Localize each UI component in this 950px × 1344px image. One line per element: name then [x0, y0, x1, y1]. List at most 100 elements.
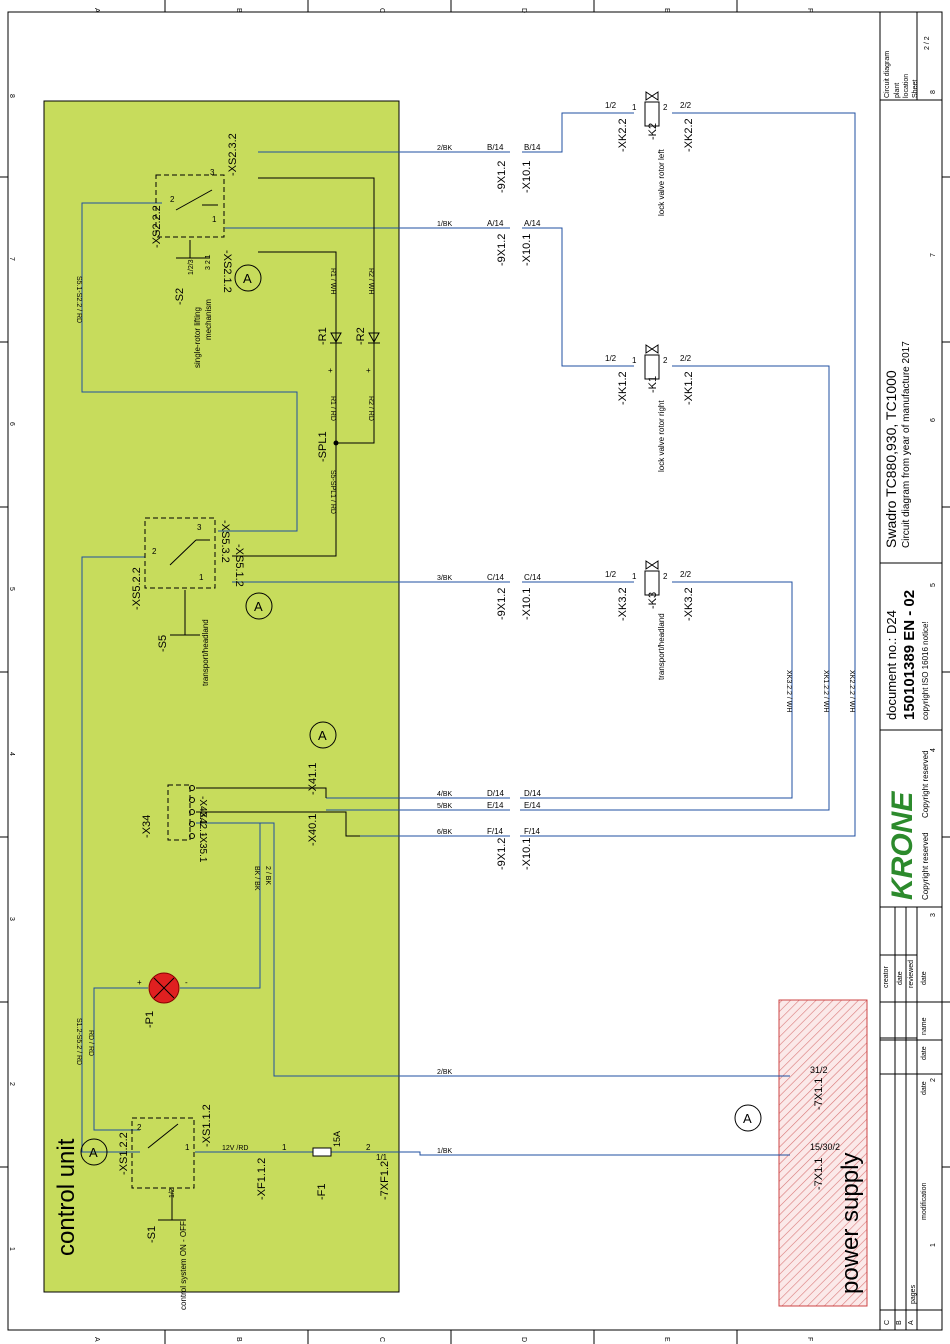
lamp-p1: + - -P1	[137, 972, 188, 1028]
control-unit-area	[43, 100, 400, 1293]
svg-text:-X10.1: -X10.1	[521, 588, 533, 620]
svg-text:A/14: A/14	[524, 219, 541, 228]
location-marker-s2: A	[234, 264, 262, 292]
col-label-f: F	[806, 8, 813, 12]
col-label-b: B	[235, 8, 242, 13]
svg-text:-X10.1: -X10.1	[521, 838, 533, 870]
svg-text:C: C	[884, 1320, 891, 1325]
svg-text:1/2/3: 1/2/3	[188, 259, 195, 275]
svg-text:R2 / WH: R2 / WH	[367, 268, 374, 294]
s2-id: -S2	[174, 288, 186, 305]
svg-text:1: 1	[632, 572, 637, 581]
svg-text:transport/headland: transport/headland	[657, 613, 666, 680]
svg-text:-X43.1: -X43.1	[197, 796, 208, 826]
svg-text:date: date	[897, 971, 904, 985]
row-label-4: 4	[8, 752, 15, 756]
svg-text:3 2 1: 3 2 1	[205, 254, 212, 270]
svg-text:Circuit diagram: Circuit diagram	[884, 51, 891, 98]
svg-text:2/BK: 2/BK	[437, 145, 453, 152]
svg-text:12V /RD: 12V /RD	[222, 1145, 248, 1152]
xs1-2-2-label: -XS1.2.2	[118, 1132, 130, 1175]
svg-text:F/14: F/14	[487, 827, 504, 836]
svg-text:B: B	[896, 1320, 903, 1325]
s5-id: -S5	[157, 635, 169, 652]
svg-text:-X35.1: -X35.1	[197, 833, 208, 863]
splice-spl1	[333, 440, 339, 446]
svg-text:-R1: -R1	[317, 327, 329, 345]
svg-text:creator: creator	[883, 966, 890, 988]
title-block: Circuit diagram plant location Sheet 2 /…	[879, 12, 942, 1330]
svg-text:-7X1.1: -7X1.1	[813, 1078, 825, 1110]
xs1-1-2-label: -XS1.1.2	[201, 1104, 213, 1147]
wires	[81, 112, 856, 1156]
row-label-r2: 2	[930, 1078, 937, 1082]
svg-text:Copyright reserved: Copyright reserved	[921, 832, 930, 900]
svg-text:2/2: 2/2	[680, 570, 692, 579]
svg-text:S1.2-S5.2 / RD: S1.2-S5.2 / RD	[75, 1018, 82, 1065]
xs5-2-2-label: -XS5.2.2	[131, 567, 143, 610]
svg-text:F/14: F/14	[524, 827, 541, 836]
svg-text:Copyright reserved: Copyright reserved	[921, 750, 930, 818]
location-marker-s1: A	[80, 1138, 108, 1166]
switch-s1[interactable]: 2 1 -XS1.2.2 -XS1.1.2 1/2 -S1 control sy…	[118, 1104, 213, 1310]
svg-text:1: 1	[199, 573, 204, 582]
svg-text:1/BK: 1/BK	[437, 1148, 453, 1155]
svg-text:plant: plant	[894, 83, 901, 98]
svg-text:A: A	[243, 271, 252, 286]
svg-text:-F1: -F1	[316, 1184, 328, 1201]
switch-s5[interactable]: 2 3 1 -XS5.2.2 -XS5.3.2 -XS5.1.2 -S5 tra…	[131, 517, 245, 686]
svg-text:mechanism: mechanism	[204, 299, 213, 340]
svg-text:-X10.1: -X10.1	[521, 234, 533, 266]
svg-text:-9X1.2: -9X1.2	[496, 588, 508, 620]
col-label-f-bottom: F	[806, 1337, 813, 1341]
col-label-a: A	[93, 8, 100, 13]
svg-text:A: A	[254, 599, 263, 614]
svg-text:S5.1-S2.2 / RD: S5.1-S2.2 / RD	[75, 276, 82, 323]
row-label-r4: 4	[930, 748, 937, 752]
svg-text:RD / RD: RD / RD	[87, 1030, 94, 1056]
svg-text:reviewed: reviewed	[908, 960, 915, 988]
svg-text:2/2: 2/2	[680, 354, 692, 363]
xs2-3-2-label: -XS2.3.2	[227, 133, 239, 176]
svg-text:-K3: -K3	[647, 592, 659, 609]
drawing-subtitle: Circuit diagram from year of manufacture…	[901, 341, 912, 548]
svg-text:-X40.1: -X40.1	[307, 814, 319, 846]
col-label-a-bottom: A	[93, 1337, 100, 1342]
svg-text:1: 1	[212, 215, 217, 224]
svg-text:-7X1.1: -7X1.1	[813, 1158, 825, 1190]
svg-text:-X42.1: -X42.1	[197, 808, 208, 838]
row-label-3: 3	[8, 917, 15, 921]
s1-desc: control system ON - OFF	[179, 1221, 188, 1310]
svg-text:date: date	[921, 971, 928, 985]
location-marker-power: A	[734, 1104, 762, 1132]
svg-text:4/BK: 4/BK	[437, 791, 453, 798]
sheet-frame	[7, 11, 943, 1331]
svg-text:2: 2	[137, 1123, 142, 1132]
col-label-d-bottom: D	[520, 1337, 527, 1342]
spl1-label: -SPL1	[317, 431, 329, 462]
row-label-8: 8	[8, 94, 15, 98]
valve-k1: 1/2 2/2 1 2 -XK1.2 -K1 -XK1.2 lock valve…	[605, 344, 695, 472]
svg-text:S5-SPL1 / RD: S5-SPL1 / RD	[329, 470, 336, 514]
svg-text:-X34: -X34	[141, 815, 153, 838]
switch-s2[interactable]: 2 3 1 -XS2.2.2 -XS2.3.2 -XS2.1.2 1/2/3 3…	[151, 133, 239, 368]
valve-k3: 1/2 2/2 1 2 -XK3.2 -K3 -XK3.2 transport/…	[605, 560, 695, 680]
diode-r2: -R2 +	[355, 327, 380, 375]
row-label-6: 6	[8, 422, 15, 426]
col-label-c-bottom: C	[378, 1337, 385, 1342]
row-label-2: 2	[8, 1082, 15, 1086]
svg-text:R1 / WH: R1 / WH	[329, 268, 336, 294]
row-label-r7: 7	[930, 253, 937, 257]
s1-id: -S1	[146, 1226, 158, 1243]
svg-text:date: date	[921, 1046, 928, 1060]
row-label-r8: 8	[930, 90, 937, 94]
xs5-1-2-label: -XS5.1.2	[233, 544, 245, 587]
svg-text:lock valve rotor left: lock valve rotor left	[657, 149, 666, 216]
svg-text:-K1: -K1	[647, 376, 659, 393]
svg-text:-K2: -K2	[647, 123, 659, 140]
svg-text:1: 1	[632, 356, 637, 365]
svg-text:1: 1	[185, 1143, 190, 1152]
svg-text:-9X1.2: -9X1.2	[496, 838, 508, 870]
svg-text:3: 3	[197, 523, 202, 532]
svg-text:2: 2	[663, 356, 668, 365]
